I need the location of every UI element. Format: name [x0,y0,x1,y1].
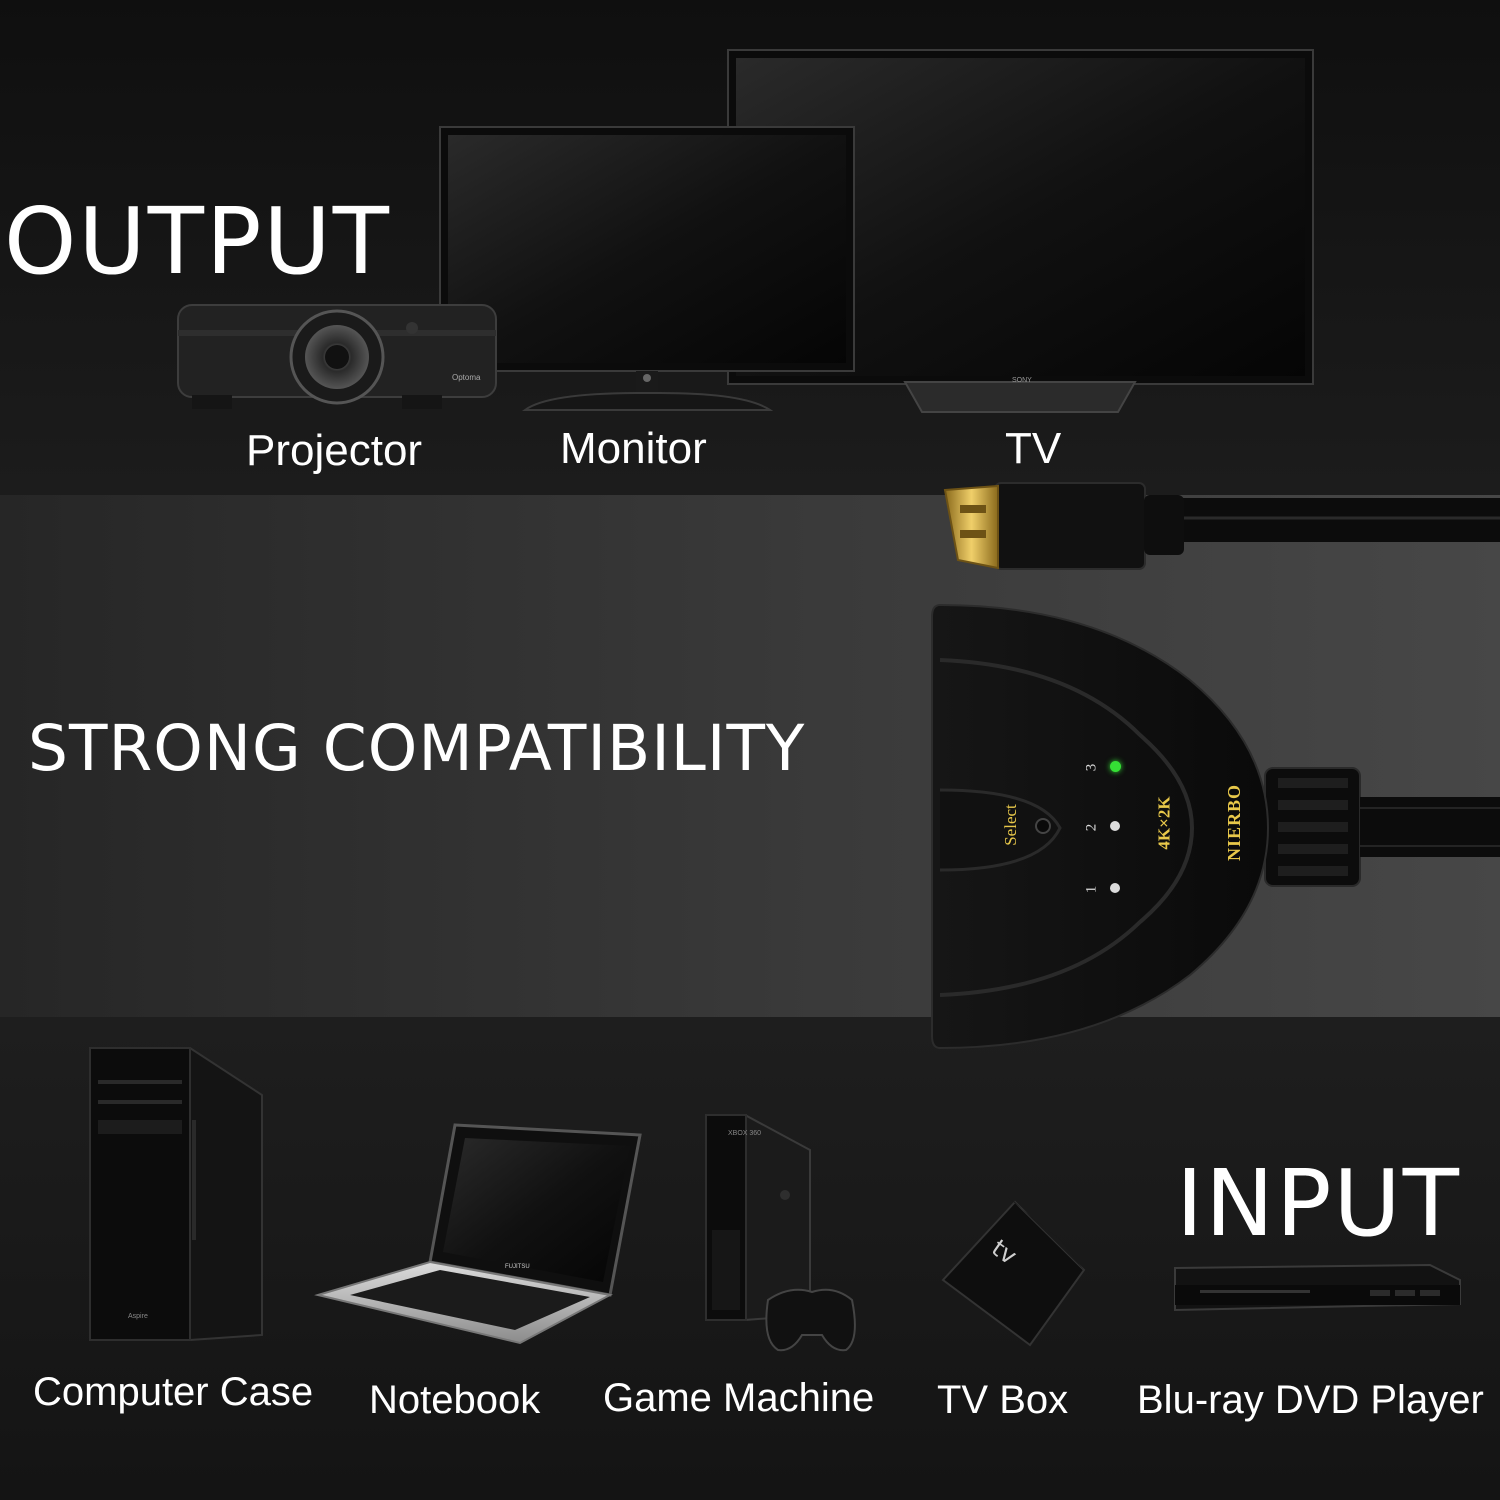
port-indicator-1: 1 [1083,880,1120,898]
notebook-label: Notebook [369,1378,541,1422]
bluray-player-label: Blu-ray DVD Player [1137,1378,1484,1422]
console-logo: XBOX 360 [728,1130,761,1137]
output-heading: OUTPUT [4,188,391,295]
controller-icon [765,1288,856,1352]
laptop-logo: FUJITSU [505,1264,530,1270]
projector-logo: Optoma [452,373,481,382]
hdmi-cable [943,482,1500,570]
tv-box-label: TV Box [937,1378,1069,1422]
notebook-image: FUJITSU [314,1123,642,1345]
tv-label: TV [1005,424,1062,473]
tv-logo: SONY [1012,377,1032,384]
led-1-icon [1110,883,1120,893]
pc-logo: Aspire [128,1313,148,1320]
hdmi-switch-image [931,603,1270,1050]
led-3-icon [1110,761,1121,772]
compatibility-heading: STRONG COMPATIBILITY [28,712,806,785]
game-machine-image: XBOX 360 [705,1114,856,1352]
projector-label: Projector [246,426,423,475]
port-indicator-3: 3 [1083,758,1121,776]
select-button[interactable] [1035,818,1051,834]
monitor-image [439,126,855,411]
game-machine-label: Game Machine [603,1376,875,1420]
led-2-icon [1110,821,1120,831]
computer-case-label: Computer Case [33,1370,314,1414]
computer-case-image: Aspire [89,1047,263,1341]
projector-image: Optoma [177,304,497,409]
tv-box-image: tv [941,1195,1086,1347]
bluray-player-image [1174,1263,1461,1312]
monitor-label: Monitor [560,424,707,473]
input-heading: INPUT [1176,1150,1461,1257]
port-indicator-2: 2 [1083,818,1120,836]
input-cable [1264,767,1500,887]
